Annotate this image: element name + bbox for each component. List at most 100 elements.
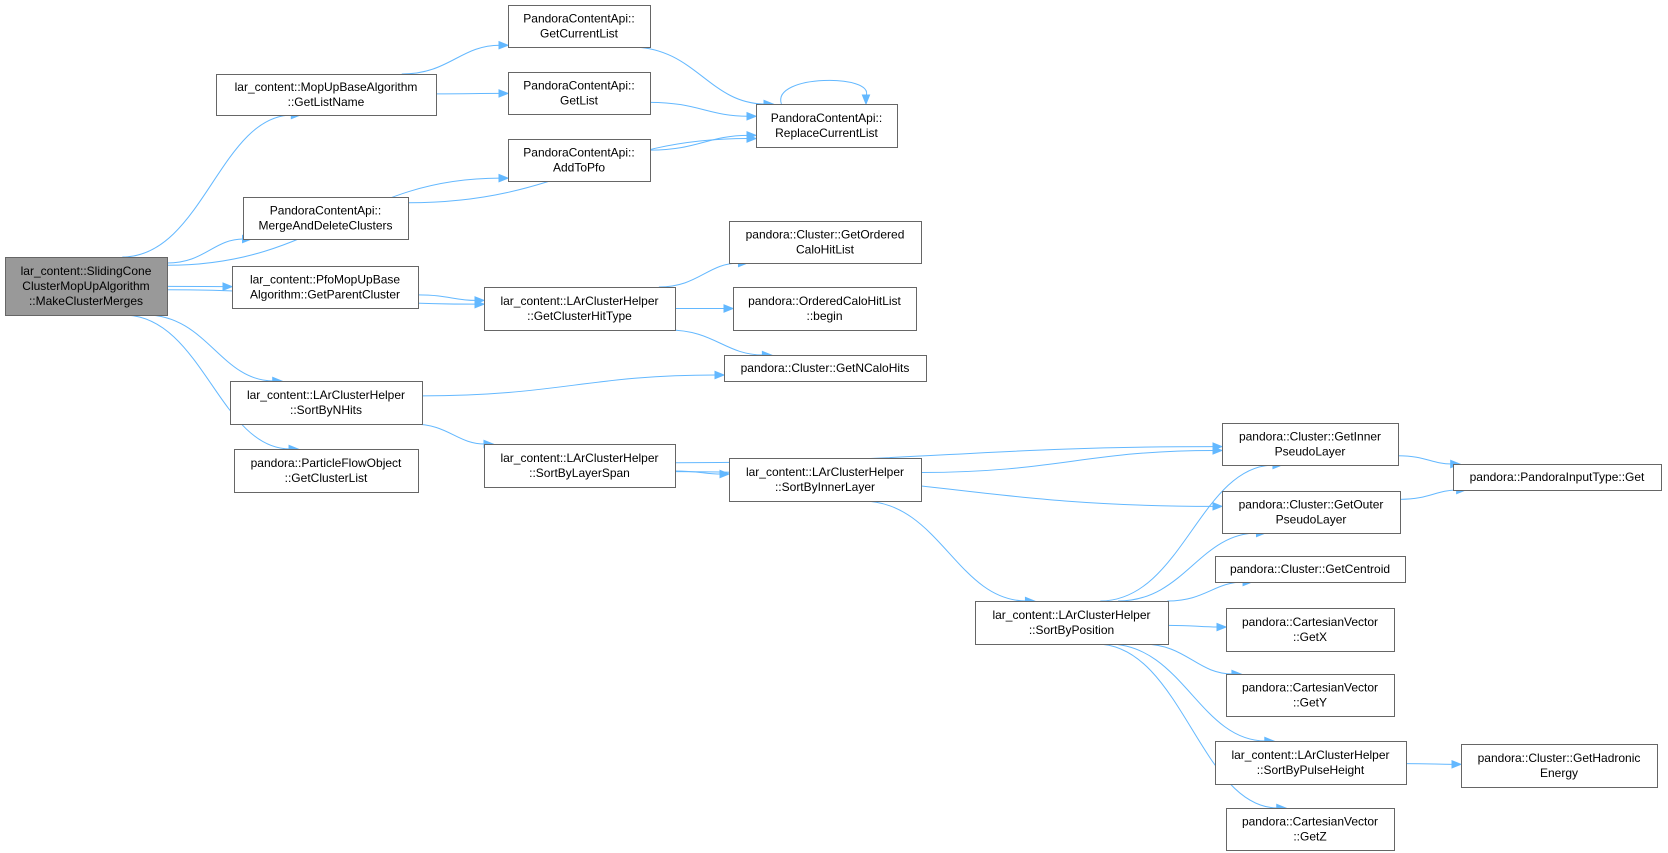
node-box[interactable] bbox=[1453, 464, 1662, 491]
node-label: ::GetY bbox=[1293, 696, 1327, 710]
node-label: ::GetZ bbox=[1293, 830, 1326, 844]
node-label: ::SortByLayerSpan bbox=[529, 466, 630, 480]
node-box[interactable] bbox=[975, 601, 1169, 645]
node-box[interactable] bbox=[1222, 491, 1401, 534]
node-lar_sortbyinnerlayer[interactable]: lar_content::LArClusterHelper::SortByInn… bbox=[729, 458, 922, 502]
edge-line bbox=[780, 79, 867, 105]
node-box[interactable] bbox=[1222, 423, 1399, 466]
arrowhead bbox=[719, 469, 731, 479]
node-pca_getcurrentlist[interactable]: PandoraContentApi::GetCurrentList bbox=[508, 5, 651, 48]
node-label: PandoraContentApi:: bbox=[270, 204, 381, 218]
node-box[interactable] bbox=[243, 197, 409, 240]
node-box[interactable] bbox=[232, 266, 419, 309]
node-box[interactable] bbox=[484, 287, 676, 331]
arrowhead bbox=[746, 134, 758, 143]
node-box[interactable] bbox=[230, 381, 423, 425]
node-label: ::SortByInnerLayer bbox=[775, 480, 875, 494]
node-pandorainputtype_get[interactable]: pandora::PandoraInputType::Get bbox=[1453, 464, 1662, 491]
node-pca_replacecurrentlist[interactable]: PandoraContentApi::ReplaceCurrentList bbox=[756, 104, 898, 148]
node-box[interactable] bbox=[508, 5, 651, 48]
node-box[interactable] bbox=[729, 221, 922, 264]
arrowhead bbox=[714, 370, 726, 380]
node-pca_getlist[interactable]: PandoraContentApi::GetList bbox=[508, 72, 651, 115]
edge-line bbox=[920, 449, 1215, 473]
node-lar_sortbylayerspan[interactable]: lar_content::LArClusterHelper::SortByLay… bbox=[484, 444, 676, 488]
node-lar_sortbypulseheight[interactable]: lar_content::LArClusterHelper::SortByPul… bbox=[1215, 741, 1407, 785]
edge-root-to-lar_sortbynhits bbox=[145, 314, 284, 386]
edge-line bbox=[1142, 643, 1233, 675]
node-root[interactable]: lar_content::SlidingConeClusterMopUpAlgo… bbox=[5, 257, 168, 316]
arrowhead bbox=[723, 304, 735, 313]
node-label: ::GetClusterList bbox=[285, 471, 368, 485]
node-box[interactable] bbox=[484, 444, 676, 488]
node-box[interactable] bbox=[234, 449, 419, 493]
node-label: pandora::Cluster::GetInner bbox=[1239, 430, 1381, 444]
node-label: pandora::Cluster::GetNCaloHits bbox=[741, 361, 910, 375]
node-box[interactable] bbox=[508, 72, 651, 115]
node-label: Energy bbox=[1540, 766, 1578, 780]
node-label: lar_content::SlidingCone bbox=[21, 264, 152, 278]
node-cluster_getncalohits[interactable]: pandora::Cluster::GetNCaloHits bbox=[724, 355, 927, 382]
edge-line bbox=[122, 114, 293, 258]
node-label: pandora::CartesianVector bbox=[1242, 681, 1378, 695]
node-box[interactable] bbox=[216, 74, 437, 116]
node-box[interactable] bbox=[5, 257, 168, 316]
node-pca_addtopfo[interactable]: PandoraContentApi::AddToPfo bbox=[508, 139, 651, 182]
node-label: MergeAndDeleteClusters bbox=[258, 219, 392, 233]
node-cv_gety[interactable]: pandora::CartesianVector::GetY bbox=[1226, 674, 1395, 717]
edge-mopup_getlistname-to-pca_getlist bbox=[435, 89, 510, 98]
edge-line bbox=[1399, 489, 1458, 500]
node-pca_mergeanddelete[interactable]: PandoraContentApi::MergeAndDeleteCluster… bbox=[243, 197, 409, 240]
node-label: PandoraContentApi:: bbox=[523, 146, 634, 160]
edge-lar_sortbyinnerlayer-to-lar_sortbyposition bbox=[862, 500, 1036, 606]
arrowhead bbox=[474, 296, 486, 305]
edge-line bbox=[674, 470, 722, 475]
node-box[interactable] bbox=[724, 355, 927, 382]
node-box[interactable] bbox=[1226, 674, 1395, 717]
node-pfomopup_getparent[interactable]: lar_content::PfoMopUpBaseAlgorithm::GetP… bbox=[232, 266, 419, 309]
node-lar_sortbyposition[interactable]: lar_content::LArClusterHelper::SortByPos… bbox=[975, 601, 1169, 645]
node-box[interactable] bbox=[1215, 556, 1406, 583]
node-label: PseudoLayer bbox=[1275, 445, 1346, 459]
edge-line bbox=[862, 500, 1027, 602]
node-orderedcalohitlist_begin[interactable]: pandora::OrderedCaloHitList::begin bbox=[733, 287, 917, 331]
node-label: ::SortByPulseHeight bbox=[1257, 763, 1365, 777]
node-label: ::SortByNHits bbox=[290, 403, 362, 417]
arrowhead bbox=[1212, 446, 1224, 455]
edge-mopup_getlistname-to-pca_getcurrentlist bbox=[401, 40, 510, 75]
node-lar_sortbynhits[interactable]: lar_content::LArClusterHelper::SortByNHi… bbox=[230, 381, 423, 425]
node-label: pandora::Cluster::GetOuter bbox=[1239, 498, 1384, 512]
node-lar_getclusterhittype[interactable]: lar_content::LArClusterHelper::GetCluste… bbox=[484, 287, 676, 331]
node-label: ClusterMopUpAlgorithm bbox=[22, 279, 149, 293]
edge-lar_sortbyposition-to-cv_getx bbox=[1167, 622, 1228, 632]
node-box[interactable] bbox=[508, 139, 651, 182]
node-cv_getx[interactable]: pandora::CartesianVector::GetX bbox=[1226, 608, 1395, 652]
node-pfo_getclusterlist[interactable]: pandora::ParticleFlowObject::GetClusterL… bbox=[234, 449, 419, 493]
node-cluster_getcentroid[interactable]: pandora::Cluster::GetCentroid bbox=[1215, 556, 1406, 583]
node-box[interactable] bbox=[1215, 741, 1407, 785]
node-mopup_getlistname[interactable]: lar_content::MopUpBaseAlgorithm::GetList… bbox=[216, 74, 437, 116]
node-label: AddToPfo bbox=[553, 161, 605, 175]
node-cv_getz[interactable]: pandora::CartesianVector::GetZ bbox=[1226, 808, 1395, 851]
node-label: lar_content::LArClusterHelper bbox=[992, 608, 1150, 622]
edge-line bbox=[145, 314, 274, 382]
node-label: GetCurrentList bbox=[540, 27, 619, 41]
node-box[interactable] bbox=[1226, 608, 1395, 652]
node-label: lar_content::MopUpBaseAlgorithm bbox=[235, 80, 418, 94]
node-label: GetList bbox=[560, 94, 599, 108]
node-box[interactable] bbox=[1226, 808, 1395, 851]
edge-lar_sortbynhits-to-lar_sortbylayerspan bbox=[412, 423, 495, 449]
node-box[interactable] bbox=[1461, 744, 1658, 788]
node-label: ::GetListName bbox=[288, 95, 365, 109]
node-box[interactable] bbox=[756, 104, 898, 148]
node-box[interactable] bbox=[733, 287, 917, 331]
edge-line bbox=[658, 262, 740, 288]
node-box[interactable] bbox=[729, 458, 922, 502]
node-label: ::begin bbox=[806, 309, 842, 323]
node-label: ::MakeClusterMerges bbox=[29, 294, 143, 308]
